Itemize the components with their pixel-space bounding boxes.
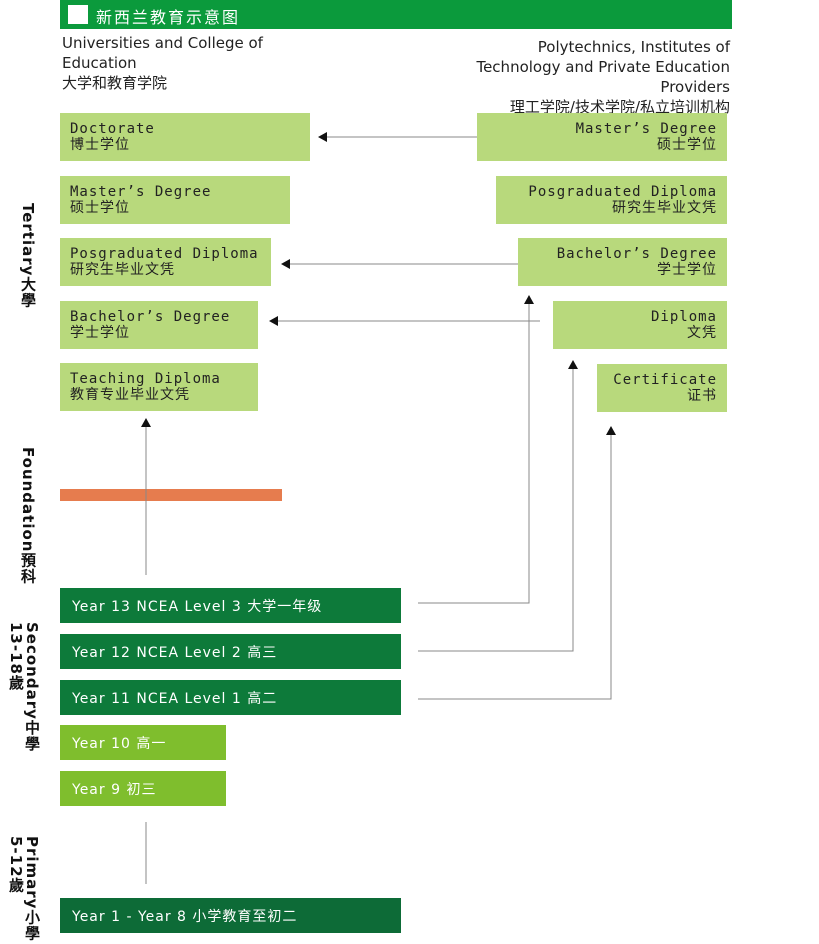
right-box-bachelors: Bachelor’s Degree 学士学位 [518, 238, 727, 286]
arrowhead-teaching-diploma [141, 418, 151, 427]
left-box-masters: Master’s Degree 硕士学位 [60, 176, 290, 224]
arrowhead-bachelors [269, 316, 278, 326]
right-column-label-cn: 理工学院/技术学院/私立培训机构 [509, 98, 730, 116]
header-bar: 新西兰教育示意图 [60, 0, 732, 29]
connector-year13-to-bachelors [418, 302, 530, 604]
right-box-diploma: Diploma 文凭 [553, 301, 727, 349]
right-box-label-en: Posgraduated Diploma [528, 184, 717, 200]
right-box-label-en: Diploma [650, 309, 717, 325]
arrowhead-certificate-right [606, 426, 616, 435]
right-box-label-cn: 文凭 [687, 325, 717, 341]
page-title: 新西兰教育示意图 [96, 8, 241, 27]
header-square-icon [68, 5, 88, 24]
left-box-label-en: Teaching Diploma [70, 371, 221, 387]
left-box-label-en: Bachelor’s Degree [70, 309, 231, 325]
right-box-postgrad-diploma: Posgraduated Diploma 研究生毕业文凭 [496, 176, 727, 224]
connector-year12-to-diploma [418, 368, 574, 652]
side-label-tertiary: Tertiary大學 [19, 203, 37, 309]
right-column-label: Polytechnics, Institutes of Technology a… [462, 37, 730, 117]
right-box-label-en: Bachelor’s Degree [556, 246, 717, 262]
side-label-primary: Primary小學5-12歲 [7, 836, 41, 942]
right-box-label-cn: 学士学位 [657, 262, 717, 278]
left-box-label-cn: 博士学位 [70, 137, 130, 153]
right-box-label-cn: 研究生毕业文凭 [612, 200, 717, 216]
secondary-year-13: Year 13 NCEA Level 3 大学一年级 [60, 588, 401, 623]
foundation-bar [60, 489, 282, 501]
secondary-year-10: Year 10 高一 [60, 725, 226, 760]
arrowhead-doctorate [318, 132, 327, 142]
right-box-label-en: Master’s Degree [575, 121, 717, 137]
left-box-label-cn: 研究生毕业文凭 [70, 262, 175, 278]
left-box-doctorate: Doctorate 博士学位 [60, 113, 310, 161]
right-box-masters: Master’s Degree 硕士学位 [477, 113, 727, 161]
left-column-label-en: Universities and College of Education [62, 34, 263, 72]
arrowhead-postgrad [281, 259, 290, 269]
left-box-teaching-diploma: Teaching Diploma 教育专业毕业文凭 [60, 363, 258, 411]
connector-year11-to-certificate [418, 432, 612, 700]
left-box-label-cn: 教育专业毕业文凭 [70, 387, 190, 403]
left-box-postgrad-diploma: Posgraduated Diploma 研究生毕业文凭 [60, 238, 271, 286]
right-box-label-en: Certificate [613, 372, 717, 388]
right-box-label-cn: 证书 [687, 388, 717, 404]
left-box-label-en: Posgraduated Diploma [70, 246, 259, 262]
secondary-year-12: Year 12 NCEA Level 2 高三 [60, 634, 401, 669]
primary-years-1-8: Year 1 - Year 8 小学教育至初二 [60, 898, 401, 933]
secondary-year-9: Year 9 初三 [60, 771, 226, 806]
left-box-label-cn: 学士学位 [70, 325, 130, 341]
left-box-label-en: Master’s Degree [70, 184, 212, 200]
side-label-foundation: Foundation預科 [19, 447, 37, 585]
right-box-certificate: Certificate 证书 [597, 364, 727, 412]
side-label-secondary: Secondary中學13-18歲 [7, 622, 41, 752]
left-box-bachelors: Bachelor’s Degree 学士学位 [60, 301, 258, 349]
arrowhead-diploma-right [568, 360, 578, 369]
left-column-label: Universities and College of Education 大学… [62, 33, 292, 93]
left-box-label-en: Doctorate [70, 121, 155, 137]
left-column-label-cn: 大学和教育学院 [62, 74, 168, 92]
left-box-label-cn: 硕士学位 [70, 200, 130, 216]
arrowhead-bachelors-right [524, 295, 534, 304]
right-box-label-cn: 硕士学位 [657, 137, 717, 153]
secondary-year-11: Year 11 NCEA Level 1 高二 [60, 680, 401, 715]
right-column-label-en: Polytechnics, Institutes of Technology a… [476, 38, 730, 96]
